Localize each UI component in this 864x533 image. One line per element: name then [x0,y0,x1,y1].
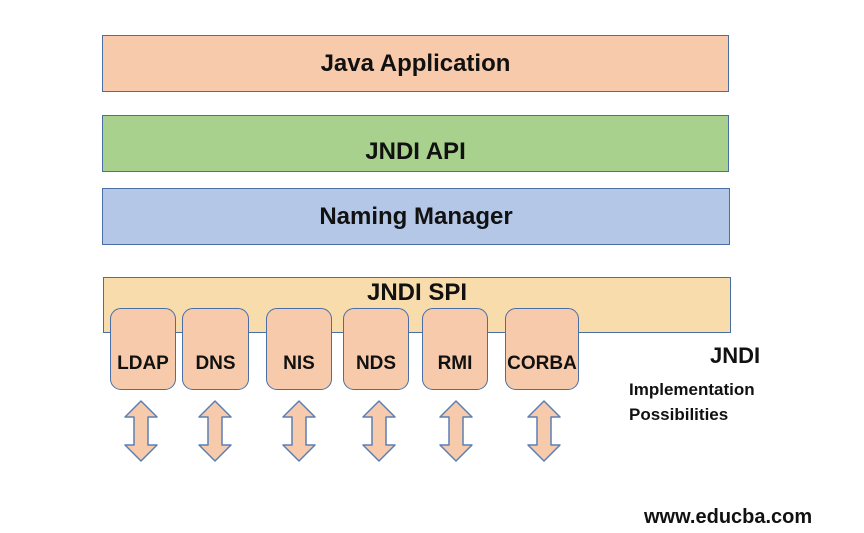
watermark: www.educba.com [644,506,813,528]
double-arrow-icon-dns [198,400,232,462]
implementation-possibilities-label: Implementation Possibilities [629,377,755,427]
double-arrow-icon-corba [527,400,561,462]
impl-box-dns: DNS [182,308,249,390]
impl-label-nds: NDS [355,353,397,374]
impl-label-ldap: LDAP [117,353,169,374]
naming-manager-layer: Naming Manager [102,188,730,245]
jndi-api-layer: JNDI API [102,115,729,172]
impl-box-corba: CORBA [505,308,579,390]
double-arrow-icon-rmi [439,400,473,462]
double-arrow-icon-nis [282,400,316,462]
double-arrow-icon-nds [362,400,396,462]
impl-label-corba: CORBA [507,353,577,374]
jndi-spi-label: JNDI SPI [366,279,468,306]
double-arrow-icon-ldap [124,400,158,462]
impl-box-nis: NIS [266,308,332,390]
impl-box-nds: NDS [343,308,409,390]
jndi-title: JNDI [710,343,761,368]
implementation-line: Implementation [629,380,755,399]
impl-box-ldap: LDAP [110,308,176,390]
possibilities-line: Possibilities [629,405,729,424]
impl-label-nis: NIS [283,353,315,374]
java-application-label: Java Application [320,49,511,77]
jndi-api-label: JNDI API [365,137,466,165]
impl-label-rmi: RMI [437,353,473,374]
naming-manager-label: Naming Manager [319,202,513,230]
impl-box-rmi: RMI [422,308,488,390]
impl-label-dns: DNS [195,353,236,374]
java-application-layer: Java Application [102,35,729,92]
